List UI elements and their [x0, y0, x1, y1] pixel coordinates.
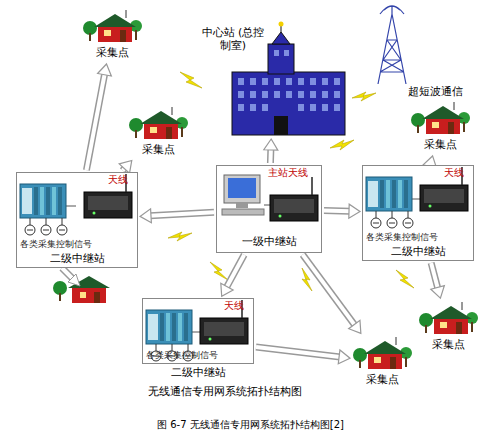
hollow-arrow: [338, 350, 350, 364]
node-text: 各类采集控制信号: [146, 350, 218, 361]
node-text: 天线: [444, 167, 464, 179]
diagram-node: 采集点: [418, 300, 478, 354]
node-text: 二级中继站: [142, 366, 254, 379]
plain-house: [53, 276, 110, 303]
node-text: 二级中继站: [16, 252, 138, 265]
node-text: 采集点: [352, 373, 412, 386]
hollow-arrow: [324, 208, 350, 213]
hollow-arrow: [86, 74, 104, 170]
hollow-arrow: [349, 204, 360, 218]
hollow-arrow: [324, 207, 350, 215]
hollow-arrow: [226, 255, 244, 288]
node-text: 采集点: [418, 338, 478, 351]
hollow-arrow: [86, 74, 104, 170]
node-text: 各类采集控制信号: [366, 232, 438, 243]
hollow-arrow: [62, 268, 80, 286]
hollow-arrow: [119, 160, 132, 173]
hollow-arrow: [221, 283, 233, 296]
diagram-node: 主站天线一级中继站: [216, 165, 322, 253]
diagram-node: 采集点: [82, 8, 142, 62]
node-text: 天线: [224, 300, 244, 312]
hollow-arrow: [98, 64, 112, 76]
diagram-node: 中心站 (总控制室): [198, 22, 348, 137]
hollow-arrow: [226, 255, 244, 288]
hollow-arrow: [431, 263, 438, 288]
node-text: 一级中继站: [216, 235, 322, 248]
diagram-node: 天线各类采集控制信号二级中继站: [362, 165, 474, 261]
diagram-node: 天线各类采集控制信号二级中继站: [16, 172, 138, 268]
diagram-node: 采集点: [128, 105, 188, 159]
radio-tower: [378, 6, 406, 84]
node-text: 采集点: [410, 138, 470, 151]
node-text: 中心站 (总控制室): [198, 26, 268, 52]
node-text: 主站天线: [268, 167, 308, 179]
figure-caption: 图 6-7 无线通信专用网系统拓扑结构图[2]: [0, 418, 501, 432]
hollow-arrow: [431, 286, 445, 298]
hollow-arrow: [150, 212, 214, 216]
diagram-node: 天线各类采集控制信号二级中继站: [142, 298, 254, 382]
hollow-arrow: [303, 255, 355, 326]
hollow-arrow: [264, 139, 278, 150]
node-text: 采集点: [128, 143, 188, 156]
node-text: 各类采集控制信号: [20, 239, 92, 250]
diagram-label: 无线通信专用网系统拓扑结构图: [148, 384, 302, 399]
hollow-arrow: [150, 212, 214, 216]
hollow-arrow: [256, 347, 340, 357]
node-text: 天线: [108, 174, 128, 186]
hollow-arrow: [303, 255, 355, 326]
hollow-arrow: [431, 263, 438, 288]
diagram-node: 采集点: [352, 335, 412, 389]
diagram-label: 超短波通信: [408, 84, 463, 99]
node-text: 采集点: [82, 46, 142, 59]
hollow-arrow: [140, 209, 151, 223]
node-text: 二级中继站: [362, 245, 474, 258]
diagram-node: 采集点: [410, 100, 470, 154]
hollow-arrow: [268, 149, 272, 163]
hollow-arrow: [256, 347, 340, 357]
hollow-arrow: [349, 320, 361, 333]
hollow-arrow: [267, 149, 274, 163]
